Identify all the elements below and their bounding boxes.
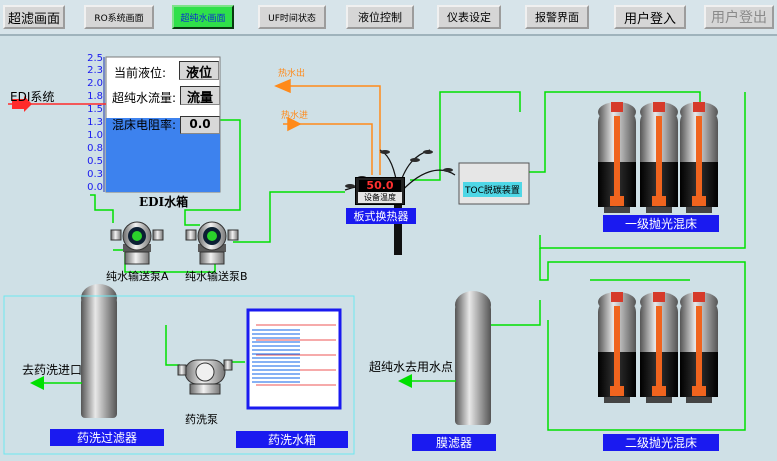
- nav-level-control-button[interactable]: 液位控制: [346, 5, 414, 29]
- membrane-filter-vessel: [455, 291, 491, 425]
- pump-a-icon[interactable]: [110, 221, 164, 265]
- flow-value: 流量: [180, 86, 220, 106]
- hot-water-lines: [274, 78, 381, 175]
- tank-scale-tick: 2.3: [87, 65, 103, 76]
- tank-scale-tick: 0.5: [87, 156, 103, 167]
- wash-pump-label: 药洗泵: [185, 413, 218, 426]
- heat-exchanger-label: 板式换热器: [346, 208, 416, 224]
- nav-alarm-screen-button[interactable]: 报警界面: [525, 5, 589, 29]
- primary-bed-label: 一级抛光混床: [603, 215, 719, 232]
- pipe-network: [90, 91, 746, 431]
- nav-user-login-button[interactable]: 用户登入: [614, 5, 686, 29]
- hot-water-in-label: 热水进: [281, 111, 309, 121]
- nav-ultrapure-water-button[interactable]: 超纯水画面: [172, 5, 234, 29]
- temperature-value: 50.0: [359, 180, 401, 192]
- flow-label: 超纯水流量:: [112, 91, 177, 105]
- nav-ro-system-button[interactable]: RO系统画面: [84, 5, 154, 29]
- edi-system-label: EDI系统: [10, 90, 55, 104]
- edi-tank-title: EDI水箱: [139, 195, 189, 209]
- temperature-caption: 设备温度: [358, 192, 402, 203]
- wash-filter-vessel: [81, 284, 117, 418]
- secondary-mixed-beds: [598, 292, 718, 403]
- tank-scale-tick: 1.5: [87, 104, 103, 115]
- tank-scale-tick: 1.0: [87, 130, 103, 141]
- wash-inlet-label: 去药洗进口: [22, 363, 83, 377]
- pump-a-label: 纯水输送泵A: [106, 270, 169, 283]
- use-point-label: 超纯水去用水点: [369, 360, 454, 374]
- wash-filter-label: 药洗过滤器: [50, 429, 164, 446]
- nav-uf-screen-button[interactable]: 超滤画面: [3, 5, 65, 29]
- pump-b-icon[interactable]: [185, 221, 239, 265]
- edi-inlet-arrow-icon: [8, 96, 106, 112]
- wash-tank: [246, 308, 342, 410]
- primary-mixed-beds: [598, 102, 718, 213]
- wash-inlet-arrow-icon: [30, 376, 82, 390]
- use-point-arrow-icon: [398, 374, 456, 388]
- membrane-filter-label: 膜滤器: [412, 434, 496, 451]
- tank-scale-tick: 1.8: [87, 91, 103, 102]
- nav-instrument-settings-button[interactable]: 仪表设定: [437, 5, 501, 29]
- nav-uf-time-status-button[interactable]: UF时间状态: [258, 5, 326, 29]
- wash-pump-icon[interactable]: [177, 359, 233, 395]
- resistivity-value: 0.0: [180, 116, 220, 134]
- temperature-display: 50.0 设备温度: [355, 177, 405, 205]
- tank-scale-tick: 2.5: [87, 53, 103, 64]
- tank-scale-tick: 1.3: [87, 117, 103, 128]
- tank-scale-tick: 0.8: [87, 143, 103, 154]
- wash-section-frame: [3, 295, 355, 455]
- hot-water-out-label: 热水出: [278, 69, 306, 79]
- nav-user-logout-button[interactable]: 用户登出: [704, 5, 774, 29]
- tank-scale-tick: 0.0: [87, 182, 103, 193]
- pump-b-label: 纯水输送泵B: [185, 270, 248, 283]
- level-value: 液位: [179, 61, 219, 81]
- wash-tank-label: 药洗水箱: [236, 431, 348, 448]
- tank-scale-tick: 2.0: [87, 78, 103, 89]
- secondary-bed-label: 二级抛光混床: [603, 434, 719, 451]
- top-nav-bar: 超滤画面 RO系统画面 超纯水画面 UF时间状态 液位控制 仪表设定 报警界面 …: [0, 0, 777, 36]
- tank-scale-tick: 0.3: [87, 169, 103, 180]
- toc-label: TOC脱碳装置: [463, 182, 522, 197]
- level-label: 当前液位:: [114, 66, 167, 80]
- resistivity-label: 混床电阻率:: [112, 118, 177, 132]
